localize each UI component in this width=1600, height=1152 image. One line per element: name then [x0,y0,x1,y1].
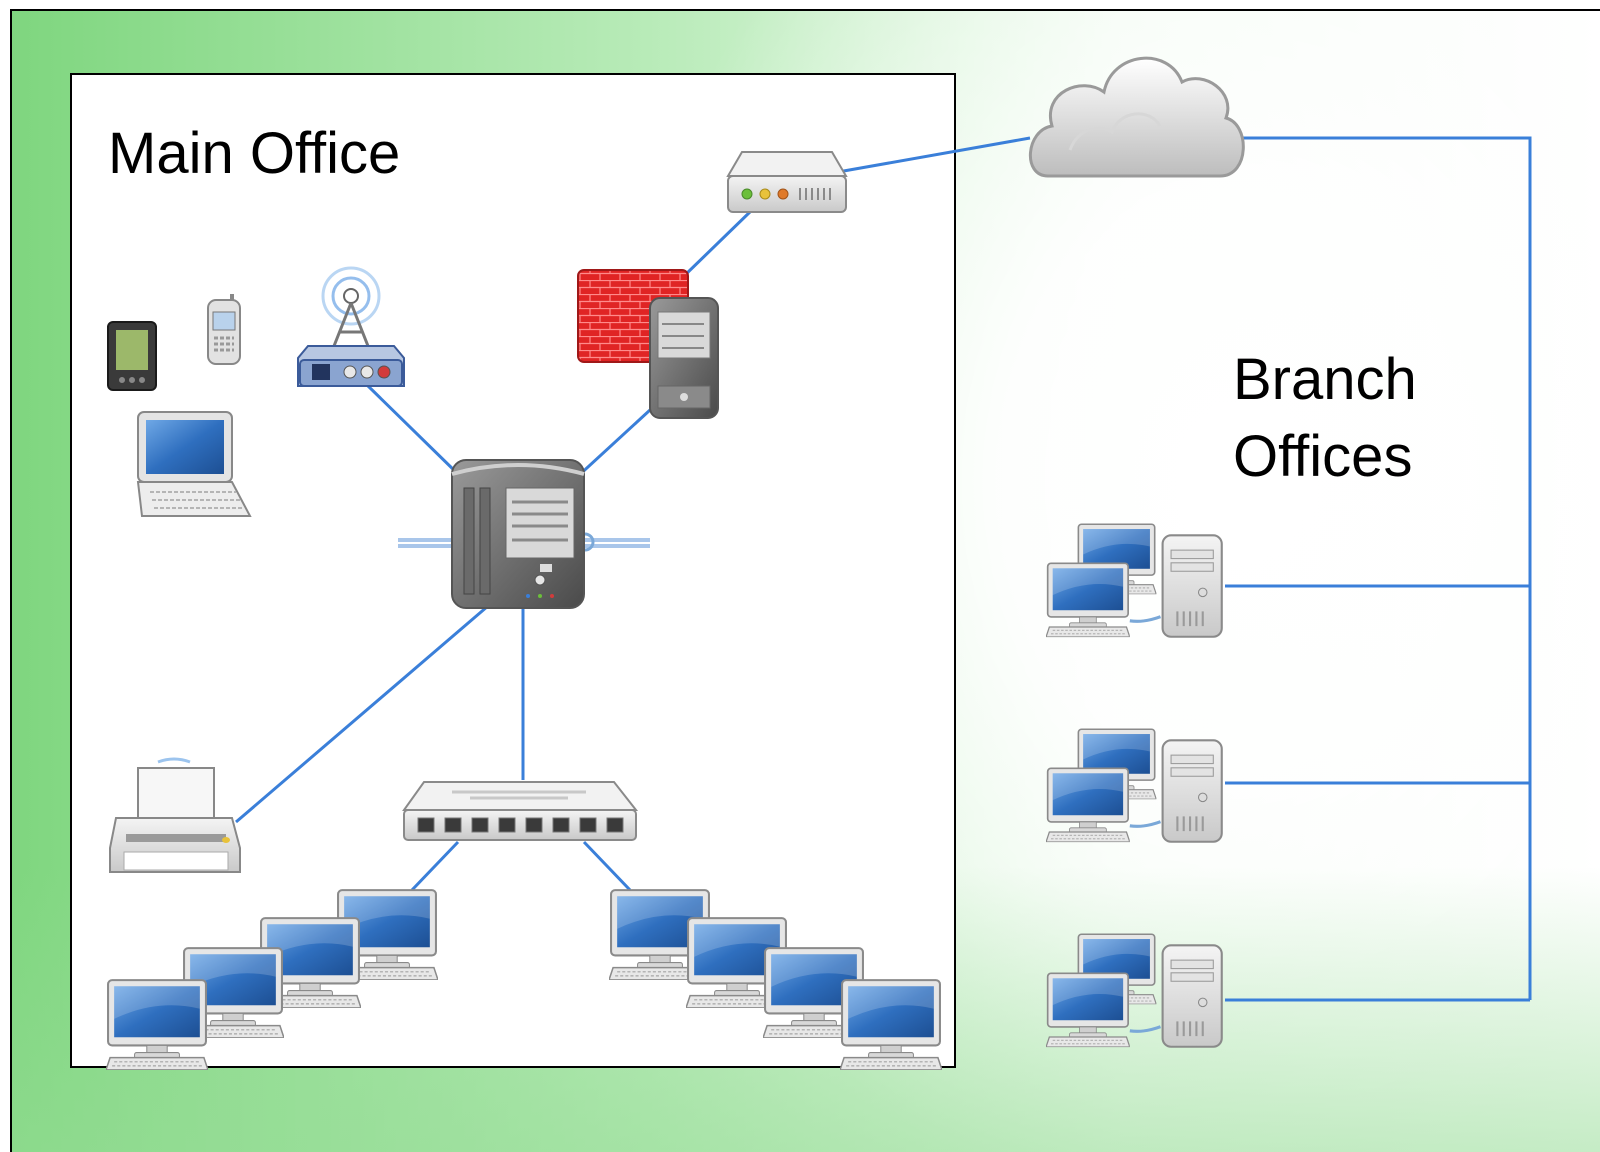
branch-office-workstation-icon [1046,524,1222,637]
branch-offices-label-line1: Branch [1233,347,1417,412]
branch-office-workstation-icon [1046,729,1222,842]
link-modem-cloud [837,136,1031,174]
link-firewall-server [574,408,652,480]
printer-icon [109,757,241,873]
link-switch-workstations-left [410,840,460,892]
network-switch-icon [402,781,639,841]
central-server-icon [398,459,650,609]
workstation-monitor [106,979,208,1070]
link-cloud-wan-trunk [1238,136,1532,1000]
modem-icon [726,151,848,213]
branch-office-workstation-icon [1046,934,1222,1047]
workstation-monitor [840,979,942,1070]
network-links [235,136,1532,1002]
main-office-label: Main Office [108,121,401,186]
wireless-router-icon [297,266,405,387]
firewall-server-icon [649,297,719,419]
internet-cloud-icon [1029,56,1245,178]
mobile-phone-icon [207,294,241,365]
pda-icon [107,321,157,391]
link-wireless-server [364,382,462,478]
workstation-group-left [106,889,438,1070]
workstation-group-right [609,889,942,1070]
branch-offices-label-line2: Offices [1233,424,1413,489]
link-switch-workstations-right [582,840,632,892]
link-modem-firewall [682,208,754,278]
link-server-printer [235,604,489,824]
laptop-icon [136,411,252,517]
